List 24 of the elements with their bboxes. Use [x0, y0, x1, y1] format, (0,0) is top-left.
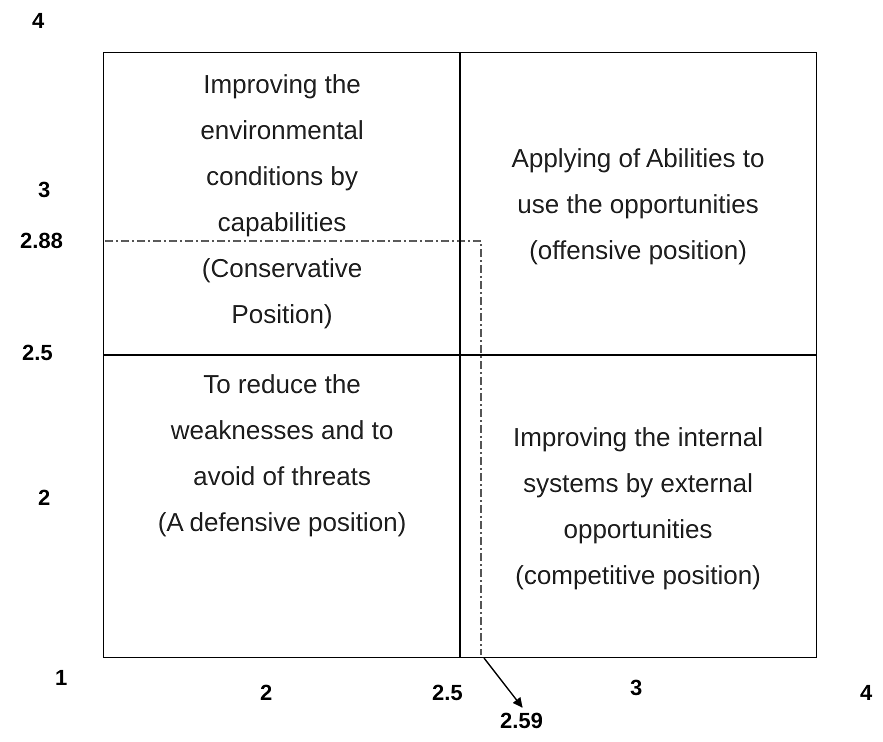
axis-value: 3: [38, 177, 50, 203]
quadrant-box: [103, 354, 461, 658]
position-label: (offensive position): [529, 234, 747, 267]
quadrant-text: Applying of Abilities to use the opportunities: [510, 142, 766, 221]
quadrant-text: Improving the internal systems by external opportunities: [512, 421, 764, 546]
quadrant-box: [459, 52, 817, 356]
axis-value: 3: [630, 675, 642, 701]
quadrant-text: To reduce the weaknesses and to avoid of threats: [170, 368, 394, 493]
axis-value: 1: [55, 665, 68, 691]
axis-value: 2: [38, 485, 50, 511]
arrow: [483, 658, 523, 708]
axis-value: 2.5: [432, 680, 463, 706]
axis-value: 4: [32, 8, 44, 34]
axis-value: 2.88: [20, 228, 63, 254]
position-label: (competitive position): [515, 559, 761, 592]
quadrant-text: Improving the environmental conditions by capabilities: [199, 68, 365, 239]
axis-value: 4: [860, 680, 872, 706]
axis-value: 2: [260, 680, 272, 706]
axis-value: 2.5: [22, 340, 53, 366]
position-label: (Conservative Position): [200, 252, 364, 331]
quadrant-box: [459, 354, 817, 658]
axis-value: 2.59: [500, 708, 543, 734]
position-label: (A defensive position): [158, 506, 406, 539]
quadrant-box: [103, 52, 461, 356]
